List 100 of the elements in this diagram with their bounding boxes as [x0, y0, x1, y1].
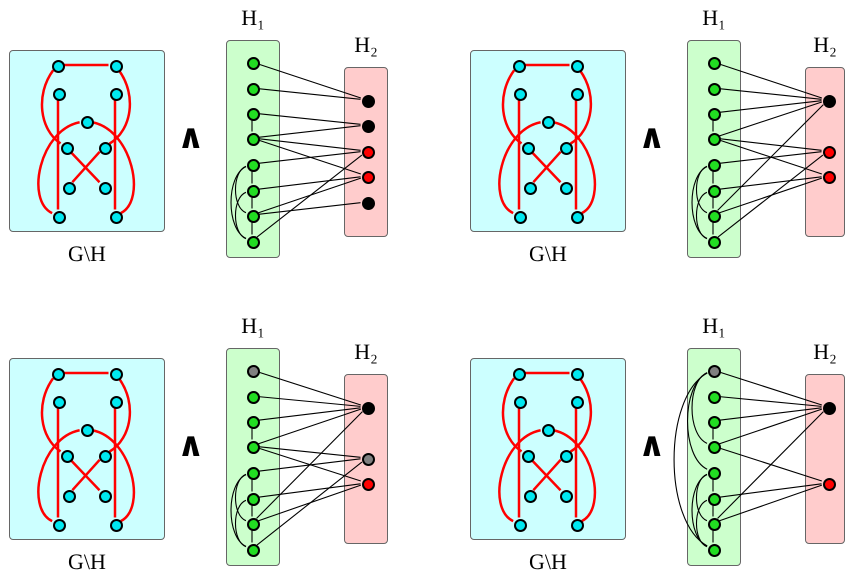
vertex-dot [708, 518, 720, 530]
vertex-dot [98, 450, 112, 462]
graph-edge [258, 113, 361, 125]
vertex-dot [524, 490, 536, 502]
vertex-dot [246, 466, 260, 480]
graph-edge [712, 530, 714, 542]
graph-edge [719, 447, 822, 482]
vertex-dot [52, 210, 66, 224]
graph-caption: G\H [67, 550, 107, 574]
vertex-dot [110, 88, 122, 100]
vertex-dot [560, 182, 572, 194]
vertex-dot [822, 94, 836, 108]
vertex-dot [822, 146, 836, 158]
vertex-set-box [687, 348, 741, 566]
graph-edge [258, 88, 361, 100]
vertex-dot [80, 116, 94, 128]
vertex-dot [52, 368, 64, 380]
set-label: H₁ [701, 6, 727, 30]
vertex-set-box [344, 67, 388, 237]
vertex-dot [362, 170, 374, 184]
vertex-dot [62, 490, 76, 502]
graph-edge [37, 121, 80, 214]
graph-edge [498, 121, 542, 214]
graph-edge [712, 196, 714, 208]
graph-edge [258, 151, 361, 164]
graph-edge [251, 120, 253, 132]
graph-edge [108, 70, 132, 145]
vertex-dot [512, 368, 526, 380]
vertex-dot [822, 170, 836, 184]
graph-caption: G\H [528, 550, 568, 574]
vertex-dot [514, 210, 526, 224]
vertex-dot [362, 120, 374, 132]
vertex-set-box [344, 374, 388, 544]
graph-edge [258, 64, 361, 98]
graph-edge [258, 178, 362, 214]
vertex-dot [708, 108, 720, 120]
vertex-dot [570, 60, 584, 72]
graph-edge [712, 478, 714, 492]
graph-edge [719, 100, 822, 113]
vertex-dot [52, 396, 66, 408]
vertex-dot [246, 236, 260, 248]
graph-panel [470, 50, 626, 232]
vertex-dot [708, 158, 720, 172]
graph-edge [498, 429, 542, 522]
graph-edge [692, 474, 708, 547]
vertex-dot [110, 396, 122, 408]
graph-edge [251, 504, 253, 516]
vertex-dot [246, 364, 260, 378]
graph-edge [258, 371, 361, 406]
vertex-dot [708, 390, 720, 404]
graph-edge [258, 447, 361, 482]
vertex-dot [110, 518, 122, 532]
vertex-dot [246, 416, 260, 428]
graph-edge [570, 70, 592, 145]
graph-edge [552, 121, 596, 214]
vertex-dot [708, 82, 720, 96]
vertex-dot [514, 518, 526, 532]
graph-edge [114, 408, 116, 518]
graph-edge [719, 102, 822, 136]
vertex-dot [362, 94, 374, 108]
graph-edge [719, 371, 822, 406]
vertex-dot [570, 368, 584, 380]
graph-edge [251, 530, 253, 542]
vertex-set-box [226, 348, 280, 566]
graph-edge [712, 504, 714, 516]
vertex-dot [246, 210, 260, 222]
graph-edge [258, 396, 361, 407]
vertex-dot [514, 396, 526, 408]
graph-edge [718, 484, 822, 522]
graph-edge [502, 378, 522, 452]
graph-edge [717, 411, 824, 519]
graph-edge [518, 408, 520, 518]
vertex-dot [62, 182, 76, 194]
graph-edge [251, 222, 253, 234]
vertex-dot [362, 402, 374, 414]
vertex-dot [246, 390, 260, 404]
graph-edge [524, 64, 570, 66]
graph-edge [502, 70, 522, 144]
set-label: H₁ [701, 314, 727, 338]
graph-edge [92, 121, 136, 214]
vertex-dot [60, 450, 74, 462]
vertex-dot [708, 544, 720, 556]
graph-edge [256, 154, 362, 238]
vertex-dot [708, 56, 720, 70]
vertex-dot [246, 132, 260, 146]
vertex-dot [708, 492, 720, 506]
vertex-dot [524, 182, 536, 194]
graph-edge [258, 140, 361, 174]
vertex-dot [708, 364, 720, 378]
vertex-dot [246, 56, 260, 70]
vertex-dot [542, 116, 554, 128]
vertex-dot [246, 184, 260, 198]
vertex-dot [522, 142, 534, 154]
vertex-dot [246, 492, 260, 506]
graph-edge [712, 222, 714, 234]
graph-edge [718, 178, 822, 214]
graph-edge [692, 166, 708, 239]
graph-edge [251, 170, 253, 184]
graph-edge [696, 166, 708, 214]
vertex-dot [80, 424, 94, 436]
